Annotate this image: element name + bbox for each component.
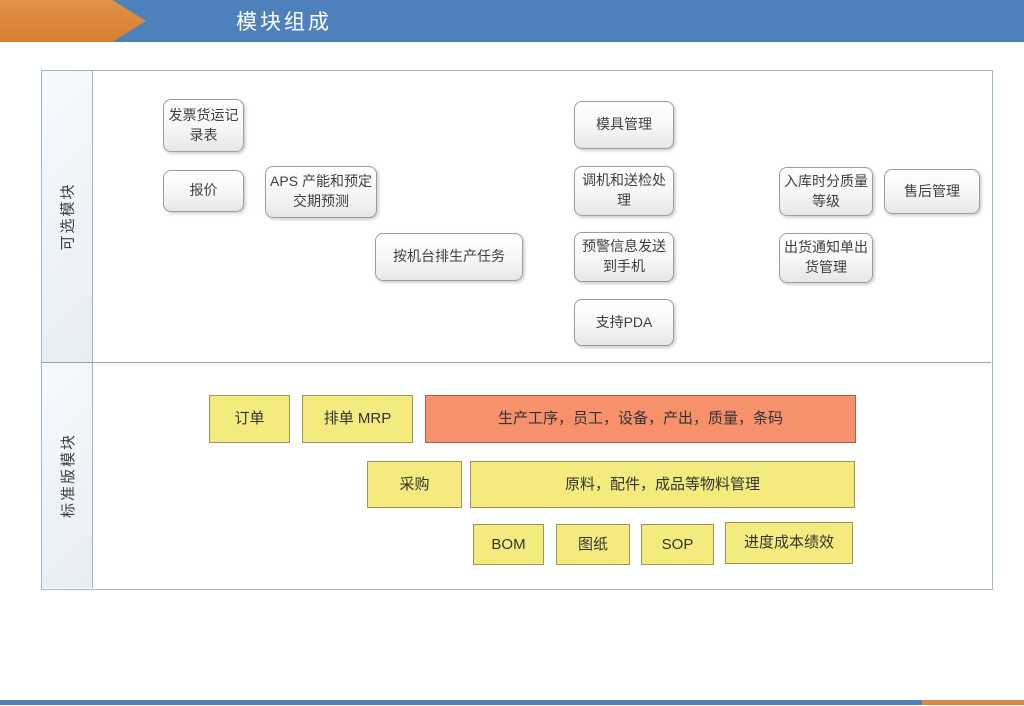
module-label: 进度成本绩效 [743, 534, 834, 552]
arrow-banner-shape [0, 0, 146, 42]
module-label: 报价 [189, 182, 218, 199]
module-box-sop: SOP [641, 524, 714, 565]
module-box-scheduling-mrp: 排单 MRP [302, 395, 413, 443]
page-title: 模块组成 [236, 11, 332, 34]
module-label: 图纸 [577, 535, 608, 553]
module-box-warehouse-quality-grading: 入库时分质量等级 [779, 167, 873, 216]
module-label: 按机台排生产任务 [393, 248, 505, 265]
module-box-bom: BOM [473, 524, 544, 565]
module-box-orders: 订单 [209, 395, 290, 443]
module-label: BOM [491, 535, 526, 553]
standard-section-label: 标准版模块 [59, 432, 77, 519]
module-box-procurement: 采购 [367, 461, 462, 508]
module-label: 生产工序，员工，设备，产出，质量，条码 [497, 410, 783, 428]
module-label: APS 产能和预定交期预测 [270, 173, 372, 209]
header-bar: 模块组成 [0, 0, 1024, 42]
optional-section-label-column: 可选模块 [42, 71, 93, 362]
module-box-machine-tuning-inspection: 调机和送检处理 [574, 166, 674, 216]
optional-section-label: 可选模块 [59, 182, 77, 251]
footer-bar [0, 700, 1024, 705]
module-box-machine-task-scheduling: 按机台排生产任务 [375, 233, 523, 281]
footer-accent-segment [922, 700, 1024, 705]
module-box-aps-forecast: APS 产能和预定交期预测 [265, 166, 377, 218]
module-box-mold-management: 模具管理 [574, 101, 674, 149]
module-box-production-core: 生产工序，员工，设备，产出，质量，条码 [425, 395, 856, 443]
module-label: 调机和送检处理 [582, 172, 666, 208]
section-divider [42, 362, 991, 363]
standard-section-label-column: 标准版模块 [42, 363, 93, 588]
module-label: 出货通知单出货管理 [784, 239, 868, 275]
module-label: 模具管理 [596, 116, 652, 133]
module-box-drawings: 图纸 [556, 524, 630, 565]
module-label: 排单 MRP [323, 410, 392, 428]
module-label: 采购 [399, 475, 430, 493]
module-box-pda-support: 支持PDA [574, 299, 674, 346]
module-box-invoice-shipping-record: 发票货运记录表 [163, 99, 244, 152]
module-box-material-management: 原料，配件，成品等物料管理 [470, 461, 855, 508]
module-label: 原料，配件，成品等物料管理 [564, 475, 760, 493]
module-label: 订单 [234, 410, 265, 428]
module-box-progress-cost-performance: 进度成本绩效 [725, 522, 853, 564]
module-label: 售后管理 [904, 182, 960, 199]
module-label: 发票货运记录表 [168, 106, 239, 143]
module-box-shipping-notice-management: 出货通知单出货管理 [779, 233, 873, 283]
module-box-quotation: 报价 [163, 170, 244, 212]
module-box-alert-to-phone: 预警信息发送到手机 [574, 232, 674, 282]
module-label: 支持PDA [595, 313, 653, 330]
module-label: SOP [661, 535, 694, 553]
module-label: 预警信息发送到手机 [582, 238, 666, 274]
module-box-after-sales: 售后管理 [884, 169, 980, 214]
module-label: 入库时分质量等级 [784, 172, 868, 209]
